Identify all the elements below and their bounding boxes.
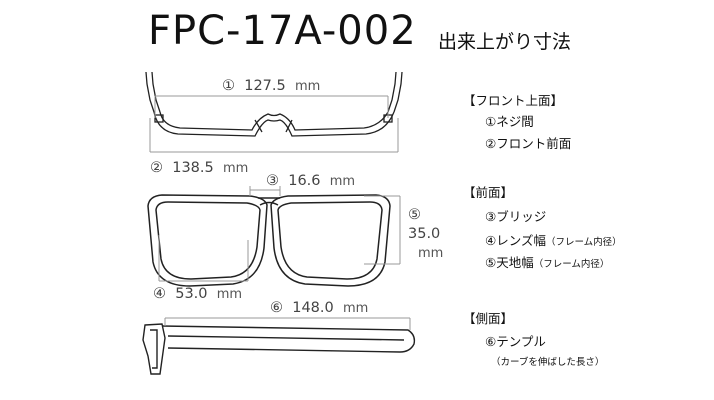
legend-item-temple: ⑥テンプル: [485, 334, 546, 349]
legend-item-label: ④レンズ幅: [485, 233, 546, 248]
legend-heading-side: 【側面】: [463, 311, 514, 326]
dimension-lens-height-marker: ⑤: [408, 207, 421, 223]
dimension-lens-height-unit: mm: [418, 246, 444, 261]
legend-item-note: （フレーム内径）: [533, 259, 610, 270]
legend-heading-front-top: 【フロント上面】: [463, 93, 564, 108]
dim-marker: ⑥: [270, 300, 283, 316]
dim-unit: mm: [329, 174, 356, 189]
legend-item-lens-height: ⑤天地幅（フレーム内径）: [485, 252, 609, 271]
dimension-bridge: ③ 16.6 mm: [266, 173, 355, 189]
legend-item-note: （フレーム内径）: [545, 237, 622, 248]
dim-unit: mm: [222, 161, 249, 176]
dimension-temple: ⑥ 148.0 mm: [270, 300, 368, 316]
dimension-front-width: ② 138.5 mm: [150, 160, 248, 176]
dim-marker: ④: [153, 286, 166, 302]
dim-value: 138.5: [172, 160, 214, 176]
page-subtitle: 出来上がり寸法: [438, 31, 572, 53]
dimension-lens-width: ④ 53.0 mm: [153, 286, 242, 302]
dim-marker: ②: [150, 160, 163, 176]
dimension-screw-pitch: ① 127.5 mm: [222, 78, 320, 94]
legend-item-bridge: ③ブリッジ: [485, 209, 547, 224]
dim-value: 127.5: [244, 78, 286, 94]
dim-marker: ①: [222, 78, 235, 94]
dim-unit: mm: [294, 79, 321, 94]
dim-marker: ③: [266, 173, 279, 189]
legend-item-lens-width: ④レンズ幅（フレーム内径）: [485, 230, 622, 249]
glasses-side-view: [142, 317, 416, 375]
dim-value: 53.0: [175, 286, 208, 302]
legend-item-label: ⑤天地幅: [485, 255, 534, 270]
dim-value: 16.6: [288, 173, 321, 189]
glasses-top-view: [145, 71, 403, 153]
dim-value: 148.0: [292, 300, 334, 316]
legend-heading-front: 【前面】: [463, 185, 514, 200]
glasses-front-view: [147, 186, 401, 287]
legend-item-front-width: ②フロント前面: [485, 136, 572, 151]
dimension-lens-height-value: 35.0: [408, 226, 441, 242]
dim-unit: mm: [216, 287, 243, 302]
legend-note-temple: （カーブを伸ばした長さ）: [491, 357, 605, 368]
legend-item-screw-pitch: ①ネジ間: [485, 114, 534, 129]
dim-unit: mm: [342, 301, 369, 316]
model-title: FPC-17A-002: [148, 8, 417, 54]
